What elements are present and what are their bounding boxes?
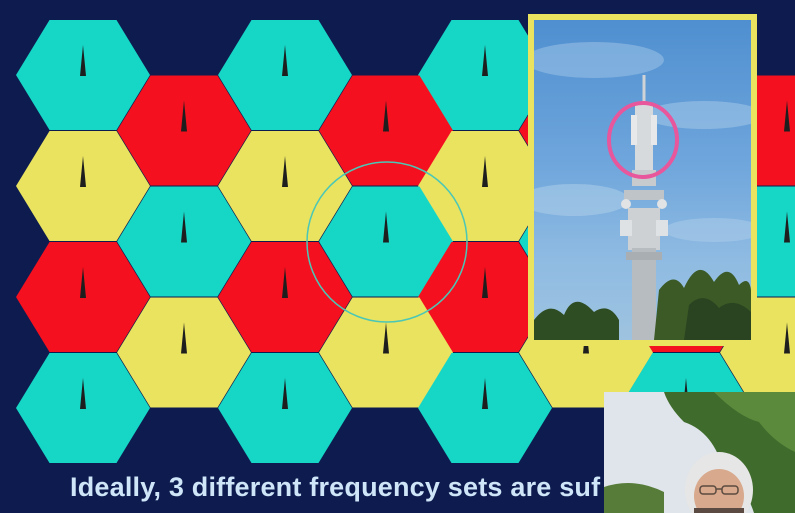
- antenna-icon: [181, 322, 187, 354]
- antenna-icon: [181, 100, 187, 132]
- presenter-image: [604, 392, 795, 513]
- antenna-icon: [482, 378, 488, 409]
- antenna-icon: [482, 267, 488, 298]
- presenter-video: [604, 392, 795, 513]
- antenna-icon: [181, 211, 187, 243]
- antenna-icon: [383, 322, 389, 354]
- antenna-icon: [282, 156, 288, 187]
- antenna-icon: [784, 211, 790, 243]
- antenna-icon: [383, 211, 389, 243]
- cell-tower-image: [534, 42, 751, 340]
- antenna-icon: [282, 267, 288, 298]
- antenna-icon: [80, 45, 86, 76]
- cell-range-circle: [306, 161, 468, 323]
- antenna-icon: [784, 322, 790, 354]
- antenna-icon: [784, 100, 790, 132]
- antenna-icon: [383, 100, 389, 132]
- antenna-highlight-circle: [607, 101, 679, 179]
- antenna-icon: [282, 378, 288, 409]
- antenna-icon: [482, 156, 488, 187]
- antenna-icon: [80, 156, 86, 187]
- cell-tower-photo: [528, 14, 757, 346]
- slide-caption: Ideally, 3 different frequency sets are …: [70, 472, 601, 502]
- antenna-icon: [80, 378, 86, 409]
- antenna-icon: [282, 45, 288, 76]
- antenna-icon: [482, 45, 488, 76]
- antenna-icon: [80, 267, 86, 298]
